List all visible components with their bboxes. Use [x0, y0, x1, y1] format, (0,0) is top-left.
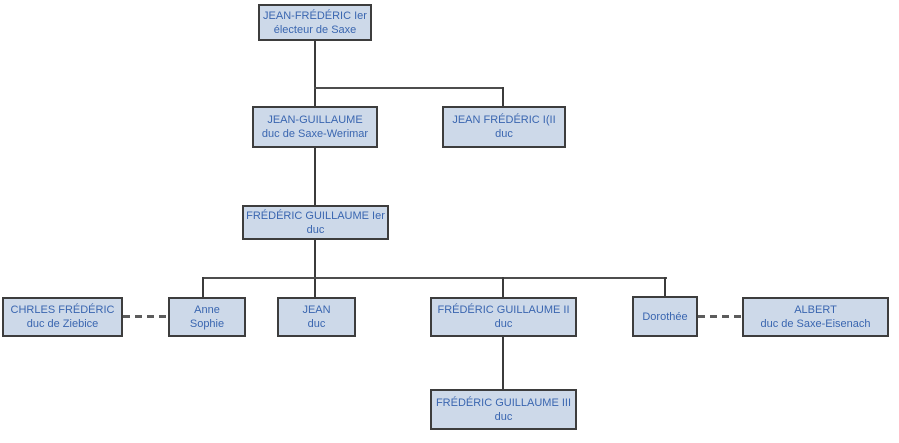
node-title: JEAN [302, 304, 331, 316]
node-chrles-frederic: CHRLES FRÉDÉRIC duc de Ziebice [2, 297, 135, 350]
connector-v-branch-to-annesophie [202, 277, 204, 297]
connector-v-fg2-to-fg3 [502, 337, 504, 389]
node-box: CHRLES FRÉDÉRIC duc de Ziebice [2, 297, 123, 337]
node-subtitle: duc de Saxe-Werimar [261, 128, 369, 140]
node-title: JEAN-GUILLAUME [267, 114, 363, 126]
node-subtitle: duc [494, 318, 513, 330]
connector-v-branch-to-dorothee [664, 277, 666, 296]
node-albert: ALBERT duc de Saxe-Eisenach [742, 297, 899, 350]
marriage-dash-dorothee-albert [698, 315, 742, 318]
node-dorothee: Dorothée [632, 296, 710, 350]
connector-v-fg1-to-branch [314, 239, 316, 297]
node-title: ALBERT [794, 304, 837, 316]
node-title: FRÉDÉRIC GUILLAUME Ier [246, 209, 385, 222]
node-subtitle: électeur de Saxe [273, 23, 357, 36]
node-box: Anne Sophie [168, 297, 246, 337]
connector-v-branch-to-fg2 [502, 277, 504, 297]
node-frederic-guillaume-3: FRÉDÉRIC GUILLAUME III duc [430, 389, 589, 443]
node-title: FRÉDÉRIC GUILLAUME III [435, 396, 572, 409]
node-box: JEAN FRÉDÉRIC I(II duc [442, 106, 566, 148]
node-frederic-guillaume-1er: FRÉDÉRIC GUILLAUME Ier duc [242, 205, 401, 253]
connector-h-generation4-branch [202, 277, 667, 279]
node-title: FRÉDÉRIC GUILLAUME II [437, 304, 570, 316]
node-subtitle: duc de Saxe-Eisenach [760, 318, 871, 330]
node-anne-sophie: Anne Sophie [168, 297, 258, 350]
node-box: JEAN-GUILLAUME duc de Saxe-Werimar [252, 106, 378, 148]
node-subtitle: Sophie [189, 318, 225, 330]
marriage-dash-chrles-annesophie [123, 315, 168, 318]
node-title: CHRLES FRÉDÉRIC [10, 304, 115, 316]
node-subtitle: duc [306, 223, 325, 236]
node-title: Anne [194, 304, 220, 316]
node-subtitle: duc de Ziebice [26, 318, 99, 330]
node-title: JEAN FRÉDÉRIC I(II [452, 114, 556, 126]
node-title: JEAN-FRÉDÉRIC Ier [263, 9, 367, 22]
connector-v-jeanfrederic1-to-branch [314, 40, 316, 106]
node-box: JEAN duc [277, 297, 356, 337]
node-subtitle: duc [495, 128, 513, 140]
node-box: ALBERT duc de Saxe-Eisenach [742, 297, 889, 337]
node-jean-frederic-i-ii: JEAN FRÉDÉRIC I(II duc [442, 106, 578, 161]
node-jean-frederic-1er: JEAN-FRÉDÉRIC Ier électeur de Saxe [258, 4, 384, 54]
node-subtitle: duc [307, 318, 326, 330]
node-title: Dorothée [642, 310, 688, 323]
node-box: JEAN-FRÉDÉRIC Ier électeur de Saxe [258, 4, 372, 41]
connector-h-generation2-branch [314, 87, 504, 89]
connector-v-branch-to-jeanfrederic2 [502, 87, 504, 106]
node-jean-guillaume: JEAN-GUILLAUME duc de Saxe-Werimar [252, 106, 390, 161]
node-box: FRÉDÉRIC GUILLAUME Ier duc [242, 205, 389, 240]
node-box: Dorothée [632, 296, 698, 337]
node-subtitle: duc [494, 410, 513, 423]
node-box: FRÉDÉRIC GUILLAUME III duc [430, 389, 577, 430]
node-frederic-guillaume-2: FRÉDÉRIC GUILLAUME II duc [430, 297, 589, 350]
node-box: FRÉDÉRIC GUILLAUME II duc [430, 297, 577, 337]
node-jean: JEAN duc [277, 297, 368, 350]
connector-v-jeanguillaume-to-fg1 [314, 148, 316, 205]
